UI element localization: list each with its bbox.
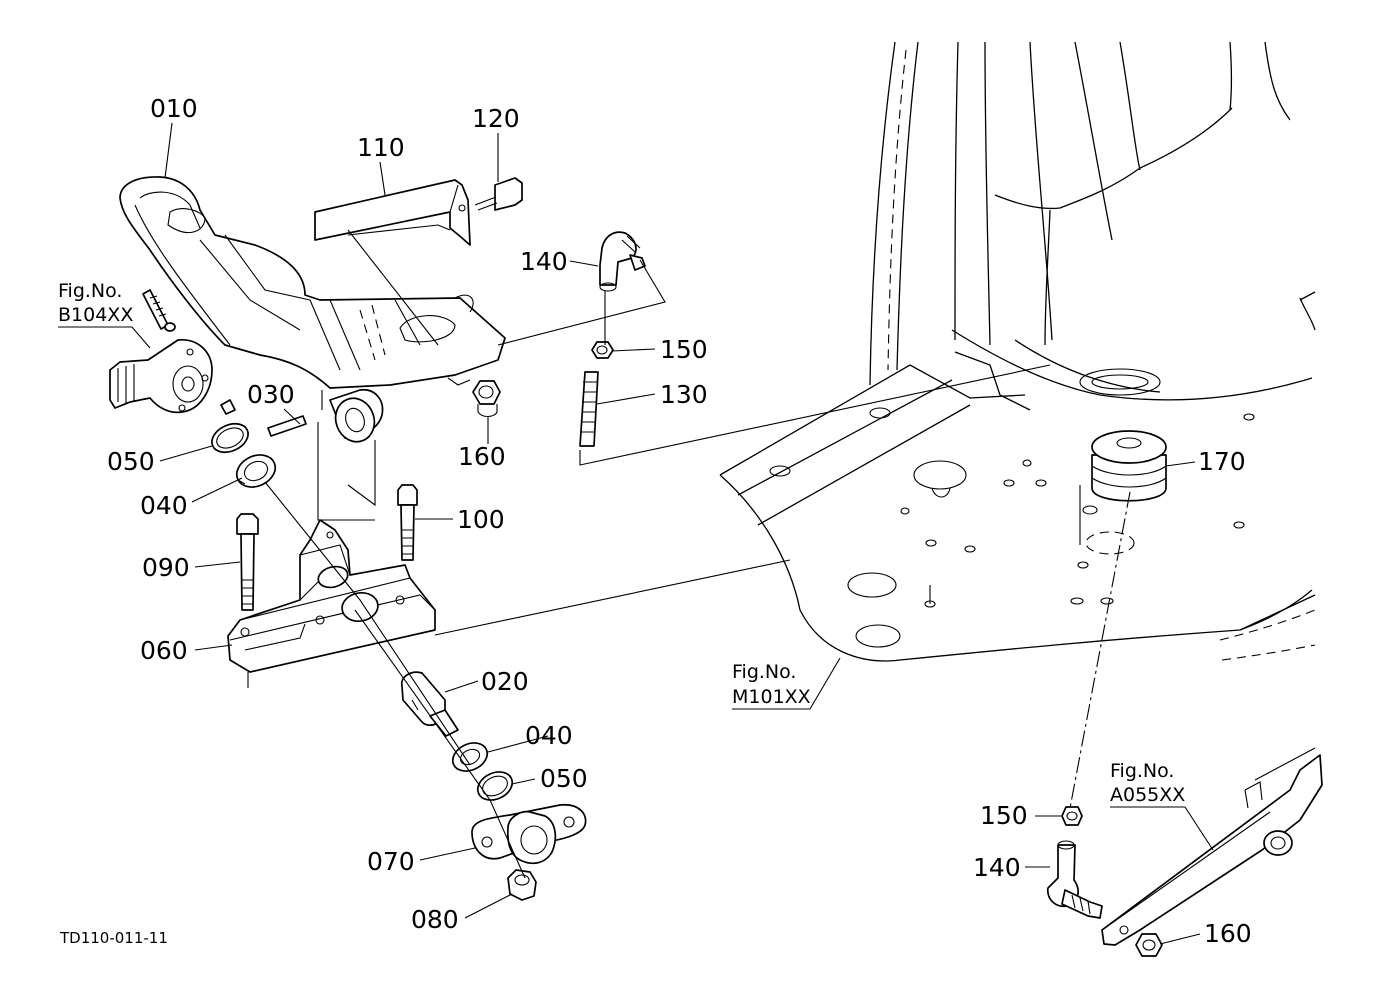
callout-040-upper: 040: [140, 491, 188, 520]
callout-060: 060: [140, 636, 188, 665]
callout-labels: 010 110 120 140 150 130 030 160 050 040 …: [107, 94, 1252, 948]
callout-050-lower: 050: [540, 764, 588, 793]
bolt-120: [474, 177, 523, 211]
fig-ref-a055-line2: A055XX: [1110, 784, 1185, 806]
figure-reference-a055[interactable]: Fig.No. A055XX: [1110, 760, 1214, 851]
rod-end-140-upper: [599, 231, 646, 292]
callout-030: 030: [247, 380, 295, 409]
callout-050-upper: 050: [107, 447, 155, 476]
snap-ring-050-lower: [476, 771, 514, 801]
rod-end-140-lower: [1047, 840, 1103, 919]
bolt-090: [236, 513, 259, 611]
figure-reference-b104[interactable]: Fig.No. B104XX: [58, 280, 151, 349]
callout-010: 010: [150, 94, 198, 123]
sensor-b104: [109, 289, 236, 415]
cab-floor-background: [719, 41, 1316, 662]
fig-ref-b104-line2: B104XX: [58, 304, 133, 326]
callout-140-upper: 140: [520, 247, 568, 276]
spring-pin-030: [267, 415, 307, 437]
nut-160-upper: [472, 380, 501, 418]
callout-090: 090: [142, 553, 190, 582]
fig-ref-b104-line1: Fig.No.: [58, 280, 122, 302]
nut-150-lower: [1061, 806, 1083, 826]
callout-100: 100: [457, 505, 505, 534]
callout-020: 020: [481, 667, 529, 696]
stud-bolt-130: [579, 371, 599, 447]
callout-140-lower: 140: [973, 853, 1021, 882]
pedal-010: [119, 176, 506, 410]
cushion-rubber-170: [1091, 430, 1167, 502]
drawing-code: TD110-011-11: [59, 929, 168, 947]
holder-070: [471, 804, 587, 865]
callout-080: 080: [411, 905, 459, 934]
fig-ref-a055-line1: Fig.No.: [1110, 760, 1174, 782]
bolt-080: [507, 869, 537, 901]
linkage-a055: [1101, 747, 1323, 946]
nut-150-upper: [591, 341, 614, 359]
callout-130: 130: [660, 380, 708, 409]
leader-lines: [159, 122, 1201, 945]
fig-ref-m101-line2: M101XX: [732, 686, 811, 708]
figure-reference-m101[interactable]: Fig.No. M101XX: [732, 657, 841, 710]
pivot-pipe: [329, 389, 384, 443]
callout-040-lower: 040: [525, 721, 573, 750]
bracket-110: [314, 179, 471, 246]
snap-ring-050-upper: [211, 422, 249, 454]
nut-160-lower: [1135, 933, 1163, 957]
callout-150-upper: 150: [660, 335, 708, 364]
bushing-040-upper: [235, 454, 277, 488]
callout-170: 170: [1198, 447, 1246, 476]
callout-150-lower: 150: [980, 801, 1028, 830]
fig-ref-m101-line1: Fig.No.: [732, 661, 796, 683]
assembly-lines: [264, 229, 1131, 879]
callout-160-upper: 160: [458, 442, 506, 471]
callout-070: 070: [367, 847, 415, 876]
callout-120: 120: [472, 104, 520, 133]
bolt-100: [397, 484, 418, 561]
callout-160-lower: 160: [1204, 919, 1252, 948]
bushing-040-lower: [451, 742, 489, 772]
callout-110: 110: [357, 133, 405, 162]
